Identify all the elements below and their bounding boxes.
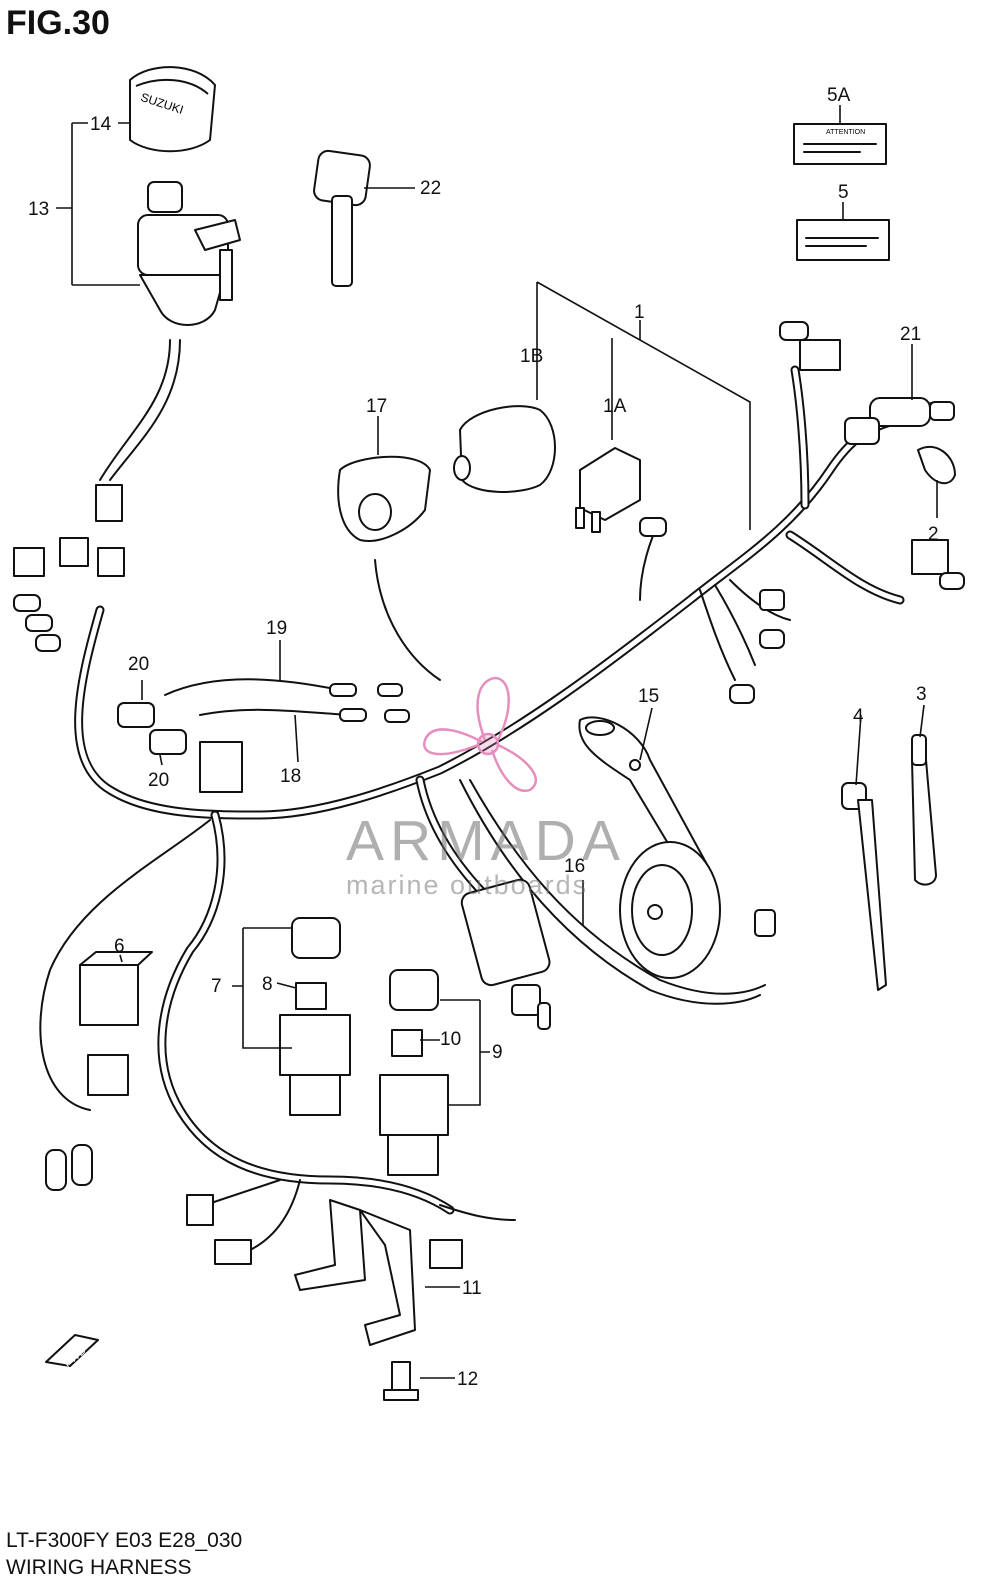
brake-switch — [460, 878, 551, 1030]
callout-18: 18 — [280, 766, 301, 787]
ignition-switch — [137, 181, 241, 326]
caution-label-5 — [796, 219, 890, 261]
callout-21: 21 — [900, 324, 921, 345]
callout-3: 3 — [916, 684, 927, 705]
handlebar-switch — [337, 455, 431, 542]
label-5a-text: ATTENTION — [826, 129, 865, 136]
fwd-arrow: FWD — [45, 1334, 99, 1370]
watermark-tagline: marine outboards — [346, 870, 589, 900]
callout-14: 14 — [90, 114, 112, 135]
clamp-2 — [917, 445, 956, 485]
figure-title: FIG.30 — [6, 4, 110, 42]
callout-2: 2 — [928, 524, 939, 545]
callout-20b: 20 — [148, 770, 169, 791]
switch-21 — [844, 397, 955, 445]
ignition-cap: SUZUKI — [129, 66, 216, 153]
model-code: LT-F300FY E03 E28_030 — [6, 1529, 243, 1552]
caution-label-5a: ATTENTION — [793, 123, 887, 165]
connector-cluster-left — [13, 484, 125, 652]
horn — [619, 841, 776, 979]
callout-numbers: 1 1A 1B 2 3 4 5 5A 6 7 8 9 10 11 12 13 1… — [28, 85, 939, 1390]
callout-5a: 5A — [827, 85, 851, 106]
ignition-key — [313, 149, 371, 287]
figure-footer: LT-F300FY E03 E28_030 WIRING HARNESS — [6, 1527, 242, 1581]
callout-19: 19 — [266, 618, 287, 639]
callout-leaders — [56, 105, 938, 1379]
bolt — [383, 1361, 419, 1401]
relay-6 — [45, 951, 153, 1191]
callout-16: 16 — [564, 856, 585, 877]
callout-10: 10 — [440, 1029, 461, 1050]
callout-13: 13 — [28, 199, 49, 220]
strap-3 — [911, 734, 937, 886]
watermark-name: ARMADA — [346, 809, 626, 873]
callout-9: 9 — [492, 1042, 503, 1063]
callout-20a: 20 — [128, 654, 149, 675]
callout-1a: 1A — [603, 396, 627, 417]
leads-18-19 — [329, 683, 410, 723]
relay-1a — [575, 447, 641, 533]
fuse-holder-7 — [279, 917, 351, 1116]
armada-logo — [423, 676, 537, 793]
callout-12: 12 — [457, 1369, 478, 1390]
cable-tie-4 — [841, 782, 887, 991]
terminal-caps — [117, 702, 243, 793]
callout-5: 5 — [838, 182, 849, 203]
figure-caption: WIRING HARNESS — [6, 1556, 192, 1579]
ignition-coil — [453, 405, 556, 493]
callout-11: 11 — [462, 1278, 482, 1299]
callout-8: 8 — [262, 974, 273, 995]
main-harness — [74, 365, 905, 1215]
callout-4: 4 — [853, 706, 864, 727]
callout-22: 22 — [420, 178, 441, 199]
callout-17: 17 — [366, 396, 387, 417]
connector-cluster-lower — [186, 1194, 463, 1269]
connector-cluster-right — [639, 321, 965, 704]
callout-15: 15 — [638, 686, 659, 707]
fuse-holder-9 — [379, 969, 449, 1176]
callout-7: 7 — [211, 976, 222, 997]
callout-1: 1 — [634, 302, 645, 323]
harness-bracket — [294, 1199, 416, 1346]
callout-1b: 1B — [520, 346, 543, 367]
callout-6: 6 — [114, 936, 125, 957]
